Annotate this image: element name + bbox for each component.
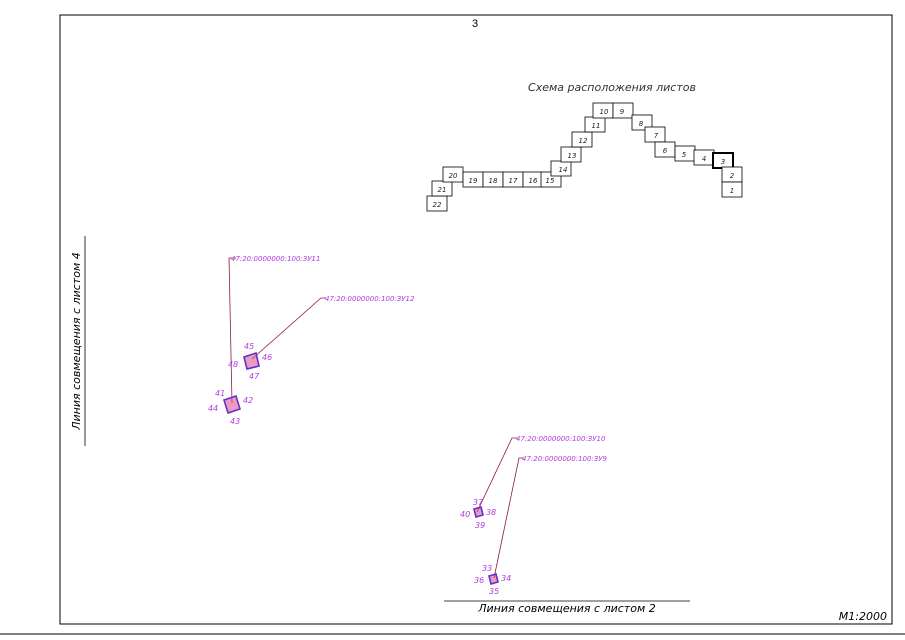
parcel-zu11 (223, 394, 241, 415)
sheet-box-21: 21 (431, 180, 453, 197)
sheet-box-3-current: 3 (712, 152, 734, 169)
svg-text:4: 4 (702, 155, 706, 163)
cadastral-label-zu11: 47:20:0000000:100:ЗУ11 (231, 255, 320, 263)
svg-text:12: 12 (579, 137, 588, 145)
point-number-33: 33 (482, 564, 492, 573)
sheet-box-13: 13 (560, 146, 582, 163)
sheet-layout-scheme: 22 21 20 19 18 17 16 15 14 13 12 11 10 9… (426, 102, 743, 212)
point-number-38: 38 (486, 508, 496, 517)
svg-text:7: 7 (654, 132, 659, 140)
point-number-48: 48 (228, 360, 238, 369)
sheet-frame (59, 14, 893, 625)
point-number-34: 34 (501, 574, 511, 583)
sheet-box-22: 22 (426, 195, 448, 212)
cadastral-label-zu12: 47:20:0000000:100:ЗУ12 (325, 295, 415, 303)
point-number-39: 39 (475, 521, 485, 530)
svg-text:20: 20 (449, 172, 458, 180)
svg-text:13: 13 (568, 152, 577, 160)
svg-text:15: 15 (546, 177, 555, 185)
point-number-47: 47 (249, 372, 260, 381)
cadastral-label-zu10: 47:20:0000000:100:ЗУ10 (516, 435, 606, 443)
sheet-box-11: 11 (584, 116, 606, 133)
cadastral-label-zu9: 47:20:0000000:100:ЗУ9 (522, 455, 608, 463)
sheet-box-19: 19 (462, 171, 484, 188)
svg-text:17: 17 (509, 177, 518, 185)
svg-text:18: 18 (489, 177, 498, 185)
svg-text:10: 10 (600, 108, 609, 116)
svg-text:14: 14 (559, 166, 568, 174)
point-number-37: 37 (473, 498, 484, 507)
point-number-42: 42 (243, 396, 253, 405)
sheet-box-4: 4 (693, 149, 715, 166)
sheet-box-6: 6 (654, 141, 676, 158)
leader-zu9 (493, 457, 524, 579)
sheet-box-12: 12 (571, 131, 593, 148)
svg-text:9: 9 (620, 108, 625, 116)
sheet-number: 3 (472, 18, 478, 30)
sheet-box-9: 9 (612, 102, 634, 119)
sheet-box-8: 8 (631, 114, 653, 131)
parcel-zu10 (473, 506, 484, 518)
sheet-box-7: 7 (644, 126, 666, 143)
parcel-zu12 (243, 351, 260, 370)
point-number-35: 35 (489, 587, 499, 596)
svg-text:19: 19 (469, 177, 478, 185)
leader-lines (228, 257, 524, 579)
svg-text:6: 6 (663, 147, 668, 155)
sheet-box-10: 10 (592, 102, 614, 119)
leader-zu12 (251, 297, 326, 360)
point-number-41: 41 (215, 389, 225, 398)
leader-zu10 (476, 437, 518, 513)
svg-text:22: 22 (433, 201, 442, 209)
point-number-40: 40 (460, 510, 470, 519)
sheet-box-5: 5 (674, 145, 696, 162)
point-number-45: 45 (244, 342, 254, 351)
sheet-box-20: 20 (442, 166, 464, 183)
point-number-36: 36 (474, 576, 484, 585)
svg-text:2: 2 (730, 172, 735, 180)
point-number-43: 43 (230, 417, 240, 426)
match-line-left-label: Линия совмещения с листом 4 (70, 252, 83, 431)
svg-text:1: 1 (730, 187, 734, 195)
point-number-44: 44 (208, 404, 218, 413)
point-number-46: 46 (262, 353, 272, 362)
sheet-box-17: 17 (502, 171, 524, 188)
sheet-box-2: 2 (721, 166, 743, 183)
svg-text:5: 5 (682, 151, 687, 159)
svg-text:3: 3 (721, 158, 725, 166)
sheet-box-1: 1 (721, 181, 743, 198)
parcel-zu9 (488, 573, 499, 585)
match-line-bottom-label: Линия совмещения с листом 2 (477, 602, 656, 615)
leader-zu11 (228, 257, 236, 404)
svg-text:11: 11 (592, 122, 601, 130)
svg-text:21: 21 (438, 186, 447, 194)
sheet-box-14: 14 (550, 160, 572, 177)
svg-text:8: 8 (639, 120, 644, 128)
sheet-box-18: 18 (482, 171, 504, 188)
svg-text:16: 16 (529, 177, 538, 185)
scale-label: М1:2000 (839, 610, 887, 623)
sheet-box-16: 16 (522, 171, 544, 188)
scheme-title: Схема расположения листов (528, 81, 696, 94)
